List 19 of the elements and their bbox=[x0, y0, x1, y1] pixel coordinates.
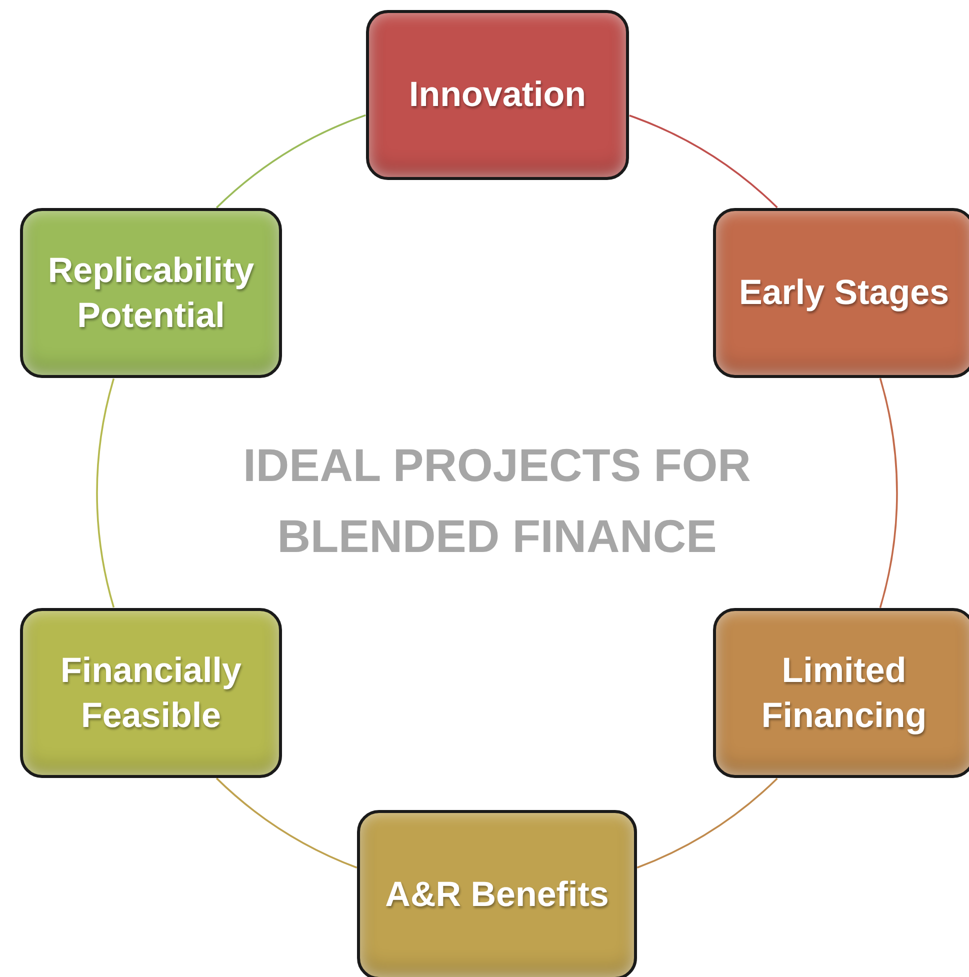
center-label: IDEAL PROJECTS FOR BLENDED FINANCE bbox=[242, 438, 752, 564]
rounded-box bbox=[713, 608, 969, 778]
box-label: Innovation bbox=[408, 74, 587, 116]
rounded-box bbox=[20, 208, 282, 378]
connector-arc bbox=[636, 778, 778, 868]
box-label: Limited Financing bbox=[760, 650, 928, 737]
box-label: Financially Feasible bbox=[60, 650, 242, 737]
connector-arc bbox=[879, 378, 898, 608]
connector-arc bbox=[216, 114, 366, 208]
rounded-box bbox=[20, 608, 282, 778]
rounded-box bbox=[357, 810, 637, 977]
connector-arc bbox=[629, 114, 778, 208]
rounded-box bbox=[713, 208, 969, 378]
box-label: Replicability Potential bbox=[46, 250, 256, 337]
connector-arc bbox=[96, 378, 115, 608]
connector-arc bbox=[216, 778, 358, 868]
rounded-box bbox=[366, 10, 629, 180]
box-label: Early Stages bbox=[738, 272, 950, 314]
box-label: A&R Benefits bbox=[384, 874, 610, 916]
